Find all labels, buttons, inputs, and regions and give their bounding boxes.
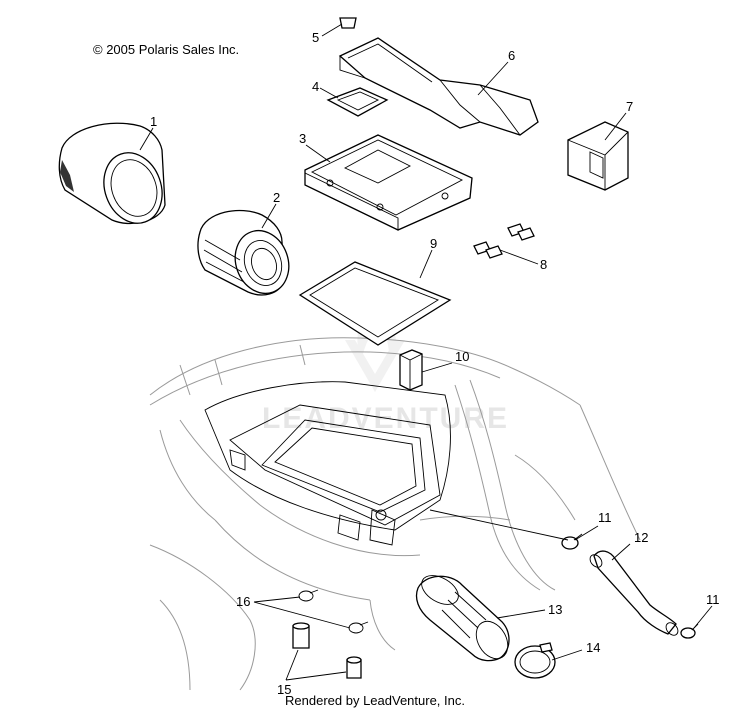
- callout-3: 3: [299, 131, 306, 146]
- part-3-airbox-lid: [304, 134, 473, 231]
- callout-4: 4: [312, 79, 319, 94]
- copyright-notice: © 2005 Polaris Sales Inc.: [93, 42, 240, 57]
- part-16-spring-clips: [298, 589, 369, 634]
- part-12-hose: [589, 550, 679, 636]
- part-2-air-filter-element: [197, 209, 290, 296]
- callout-5: 5: [312, 30, 319, 45]
- part-1-outer-air-filter: [58, 122, 166, 225]
- callout-12: 12: [634, 530, 648, 545]
- callout-8: 8: [540, 257, 547, 272]
- part-14-band-clamp: [514, 642, 556, 679]
- render-credit: Rendered by LeadVenture, Inc.: [285, 693, 465, 708]
- callout-13: 13: [548, 602, 562, 617]
- callout-11-lower: 11: [706, 592, 720, 607]
- callout-7: 7: [626, 99, 633, 114]
- part-4-seal-plate: [326, 87, 389, 117]
- part-15-sleeves: [292, 622, 362, 679]
- part-7-foam-block: [567, 121, 629, 191]
- callout-1: 1: [150, 114, 157, 129]
- part-11-clamp-lower: [680, 623, 699, 639]
- callout-14: 14: [586, 640, 600, 655]
- leader-lines: [139, 23, 713, 681]
- callout-15: 15: [277, 682, 291, 697]
- part-9-gasket: [298, 261, 452, 346]
- callout-2: 2: [273, 190, 280, 205]
- callout-10: 10: [455, 349, 469, 364]
- callout-11-upper: 11: [598, 510, 612, 525]
- part-13-intake-boot: [415, 575, 510, 662]
- callout-16: 16: [236, 594, 250, 609]
- part-8-clips: [473, 223, 535, 259]
- part-5-plug: [339, 17, 357, 29]
- callout-9: 9: [430, 236, 437, 251]
- vehicle-body-outline: [149, 337, 641, 691]
- part-10-foam-pad: [399, 349, 423, 391]
- callout-6: 6: [508, 48, 515, 63]
- part-6-intake-duct: [338, 37, 539, 136]
- watermark-text: LEADVENTURE: [262, 402, 509, 435]
- part-11-clamp-upper: [561, 533, 583, 550]
